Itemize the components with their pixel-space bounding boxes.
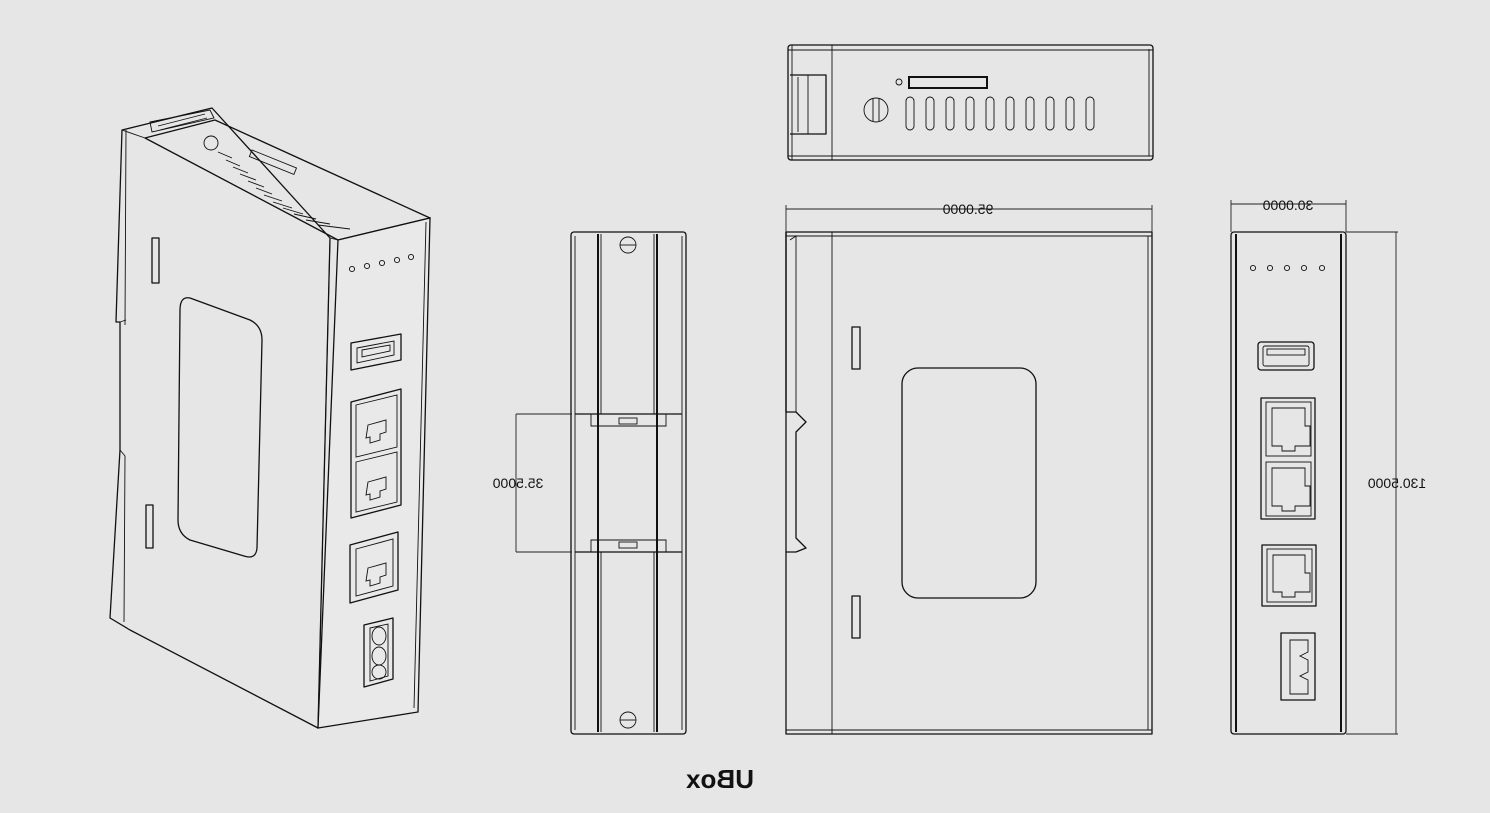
side-view: 95.0000 [785,201,1153,735]
iso-status-leds [348,253,415,273]
iso-ethernet-port-single [349,531,399,604]
iso-side-slot-bottom [145,504,154,549]
front-view: 30.0000 130.5000 [1230,197,1427,735]
isometric-view [109,107,431,729]
height-dimension: 130.5000 [1368,475,1427,491]
drawing-title: UBox [686,764,754,794]
depth-dimension: 95.0000 [942,201,993,217]
width-dimension: 30.0000 [1262,197,1313,213]
top-vents [203,135,351,230]
front-ethernet-ports [1260,397,1316,520]
front-terminal-block [1280,632,1316,701]
din-rail-view: 35.5000 [492,231,687,735]
front-usb-port [1257,341,1315,371]
iso-side-slot-top [151,237,160,284]
iso-terminal-block [363,617,394,688]
front-status-leds [1249,264,1326,272]
iso-ethernet-ports [350,388,402,519]
iso-side-window [177,297,263,558]
din-rail-dimension: 35.5000 [492,475,543,491]
iso-usb-port [350,333,402,371]
front-ethernet-port-single [1261,544,1317,607]
top-view [787,44,1154,161]
top-view-vents [905,96,1095,131]
